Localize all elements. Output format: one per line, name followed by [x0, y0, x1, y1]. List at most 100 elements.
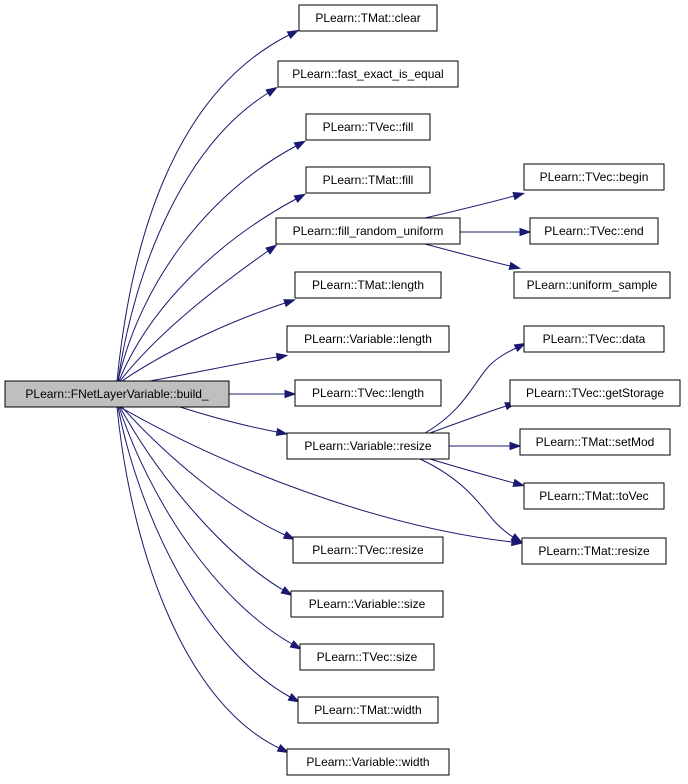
node-box [294, 379, 442, 407]
node-tvec-resize[interactable]: PLearn::TVec::resize [292, 536, 444, 564]
node-label: PLearn::TVec::data [543, 332, 646, 346]
node-box [513, 271, 671, 299]
node-box [298, 4, 438, 32]
edge-arrowhead [283, 299, 296, 308]
node-label: PLearn::TVec::fill [323, 120, 414, 134]
edge-line [429, 405, 507, 434]
node-root[interactable]: PLearn::FNetLayerVariable::build_ [4, 380, 230, 408]
node-label: PLearn::TMat::setMod [536, 435, 655, 449]
edge-root-to-tmat_clear [116, 29, 300, 382]
edge-line [118, 406, 293, 645]
node-tvec-getstorage[interactable]: PLearn::TVec::getStorage [509, 379, 681, 407]
edge-line [119, 406, 513, 543]
node-tvec-fill[interactable]: PLearn::TVec::fill [305, 113, 431, 141]
edge-arrowhead [508, 261, 522, 270]
edge-root-to-tvec_length [229, 389, 297, 399]
node-var-resize[interactable]: PLearn::Variable::resize [286, 432, 450, 460]
node-box [286, 748, 450, 776]
edge-root-to-fast_exact [117, 86, 278, 382]
edge-arrowhead [287, 693, 301, 703]
node-tvec-end[interactable]: PLearn::TVec::end [529, 217, 659, 245]
node-box [305, 113, 431, 141]
node-box [509, 379, 681, 407]
node-tmat-setmod[interactable]: PLearn::TMat::setMod [519, 428, 671, 456]
node-box [529, 217, 659, 245]
edge-line [119, 250, 269, 382]
node-tmat-clear[interactable]: PLearn::TMat::clear [298, 4, 438, 32]
edge-arrowhead [512, 478, 526, 487]
node-box [290, 590, 444, 618]
edge-line [117, 92, 269, 382]
edge-arrowhead [282, 530, 296, 540]
edge-line [117, 406, 291, 698]
edge-var_resize-to-tmat_setmod [449, 441, 522, 451]
node-var-size[interactable]: PLearn::Variable::size [290, 590, 444, 618]
node-box [286, 325, 450, 353]
node-tmat-width[interactable]: PLearn::TMat::width [297, 696, 439, 724]
edge-root-to-tvec_size [118, 406, 303, 650]
node-label: PLearn::fill_random_uniform [293, 224, 444, 238]
edge-line [179, 406, 278, 433]
node-var-length[interactable]: PLearn::Variable::length [286, 325, 450, 353]
node-label: PLearn::TMat::resize [538, 544, 650, 558]
edge-arrowhead [512, 192, 526, 201]
edge-line [424, 347, 517, 434]
call-graph-edges [116, 29, 532, 754]
node-label: PLearn::Variable::size [309, 597, 426, 611]
node-tvec-begin[interactable]: PLearn::TVec::begin [523, 163, 665, 191]
edge-arrowhead [513, 342, 527, 352]
edge-root-to-tmat_fill [118, 193, 307, 382]
edge-root-to-var_length [149, 352, 289, 382]
node-tvec-data[interactable]: PLearn::TVec::data [523, 325, 665, 353]
edge-arrowhead [276, 744, 290, 754]
node-label: PLearn::TVec::size [317, 650, 418, 664]
node-label: PLearn::uniform_sample [527, 278, 658, 292]
call-graph-nodes: PLearn::FNetLayerVariable::build_PLearn:… [4, 4, 681, 776]
edge-line [119, 406, 284, 591]
node-fast-exact[interactable]: PLearn::fast_exact_is_equal [277, 60, 459, 88]
edge-root-to-fill_random [119, 244, 278, 382]
node-label: PLearn::TMat::width [314, 703, 421, 717]
edge-arrowhead [275, 427, 289, 437]
node-label: PLearn::TVec::getStorage [526, 386, 664, 400]
node-box [286, 432, 450, 460]
edge-line [429, 458, 515, 484]
node-box [523, 325, 665, 353]
edge-line [424, 243, 511, 267]
node-box [305, 166, 431, 194]
node-box [519, 428, 671, 456]
node-tmat-resize[interactable]: PLearn::TMat::resize [521, 537, 667, 565]
edge-root-to-tmat_length [121, 299, 296, 382]
edge-arrowhead [265, 244, 278, 255]
edge-var_resize-to-tmat_tovec [429, 458, 526, 487]
edge-var_resize-to-tvec_data [424, 342, 527, 434]
node-box [275, 217, 461, 245]
edge-arrowhead [519, 227, 532, 237]
edge-arrowhead [280, 586, 293, 596]
node-box [292, 536, 444, 564]
node-var-width[interactable]: PLearn::Variable::width [286, 748, 450, 776]
edge-line [121, 406, 286, 536]
edge-line [116, 406, 280, 749]
edge-root-to-tmat_width [117, 406, 301, 703]
node-tvec-length[interactable]: PLearn::TVec::length [294, 379, 442, 407]
node-tmat-tovec[interactable]: PLearn::TMat::toVec [523, 482, 665, 510]
edge-arrowhead [293, 193, 307, 203]
node-tmat-length[interactable]: PLearn::TMat::length [294, 271, 442, 299]
node-label: PLearn::Variable::resize [304, 439, 432, 453]
node-label: PLearn::TMat::toVec [539, 489, 648, 503]
node-tvec-size[interactable]: PLearn::TVec::size [299, 643, 435, 671]
node-fill-random[interactable]: PLearn::fill_random_uniform [275, 217, 461, 245]
edge-arrowhead [293, 140, 307, 150]
node-box [4, 380, 230, 408]
edge-arrowhead [286, 29, 300, 39]
edge-line [424, 195, 515, 219]
edge-line [419, 458, 514, 538]
edge-root-to-tmat_resize [119, 406, 524, 547]
node-tmat-fill[interactable]: PLearn::TMat::fill [305, 166, 431, 194]
node-box [523, 482, 665, 510]
node-label: PLearn::TMat::fill [323, 173, 414, 187]
node-box [294, 271, 442, 299]
node-uniform-sample[interactable]: PLearn::uniform_sample [513, 271, 671, 299]
